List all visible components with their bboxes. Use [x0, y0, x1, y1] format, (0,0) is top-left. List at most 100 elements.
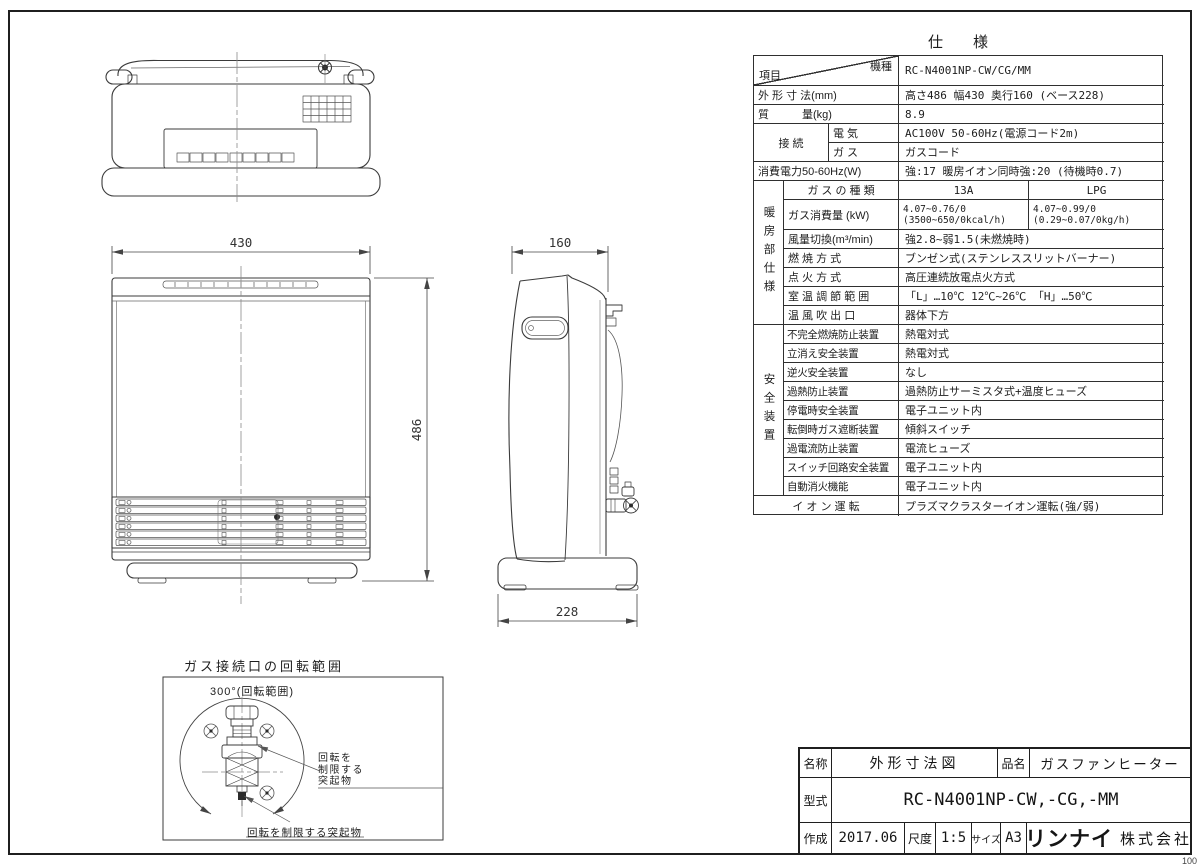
title-block-model-label: 型式	[800, 778, 832, 822]
spec-header-model-label: 機種	[870, 61, 892, 73]
spec-power-label: 消費電力50-60Hz(W)	[754, 162, 899, 181]
spec-ion-value: プラズマクラスターイオン運転(強/弱)	[905, 500, 1101, 513]
side-handle-slot	[521, 316, 569, 340]
spec-safety-value: 電子ユニット内	[899, 401, 1164, 420]
drawing-name: 外形寸法図	[832, 749, 998, 777]
spec-power-value: 強:17 暖房イオン同時強:20 (待機時0.7)	[899, 162, 1164, 181]
spec-safety-label: 転倒時ガス遮断装置	[784, 420, 899, 439]
spec-safety-label: 停電時安全装置	[784, 401, 899, 420]
top-view-drawing	[101, 52, 381, 202]
spec-ion-label: イ オ ン 運 転	[754, 496, 899, 516]
spec-safety-value: 過熱防止サーミスタ式+温度ヒューズ	[899, 382, 1164, 401]
side-view-drawing: 160 228	[497, 235, 639, 627]
spec-gas-type-13a: 13A	[899, 181, 1029, 200]
spec-temp-range-value: 「L」…10℃ 12℃~26℃ 「H」…50℃	[899, 287, 1164, 306]
spec-weight-value: 8.9	[899, 105, 1164, 124]
drawing-scale: 1:5	[936, 823, 972, 853]
spec-safety-value: 熱電対式	[899, 344, 1164, 363]
spec-heating-group-label: 暖房部仕様	[754, 181, 784, 325]
gas-valve	[605, 481, 639, 514]
spec-airflow-label: 風量切換(m³/min)	[784, 230, 899, 249]
rotation-range-label: 300°(回転範囲)	[210, 686, 295, 698]
spec-safety-label: 過熱防止装置	[784, 382, 899, 401]
spec-temp-range-label: 室 温 調 節 範 囲	[784, 287, 899, 306]
spec-dims-value: 高さ486 幅430 奥行160 (ベース228)	[899, 86, 1164, 105]
leader-lines	[243, 745, 443, 838]
spec-ignition-value: 高圧連続放電点火方式	[899, 268, 1164, 287]
side-depth-dim-label: 160	[549, 235, 572, 250]
screw-icon	[259, 723, 275, 739]
spec-safety-label: スイッチ回路安全装置	[784, 458, 899, 477]
title-block: 名称 外形寸法図 品名 ガスファンヒーター 型式 RC-N4001NP-CW,-…	[798, 747, 1192, 855]
title-block-created-label: 作成	[800, 823, 832, 853]
spec-gas-conn-label: ガ ス	[829, 143, 899, 162]
spec-safety-value: 電流ヒューズ	[899, 439, 1164, 458]
spec-gas-conn-value: ガスコード	[899, 143, 1164, 162]
sheet-border-frame	[8, 10, 1192, 855]
power-knob-icon	[317, 54, 333, 83]
spec-safety-label: 自動消火機能	[784, 477, 899, 496]
spec-safety-label: 不完全燃焼防止装置	[784, 325, 899, 344]
spec-weight-label: 質 量(kg)	[754, 105, 899, 124]
spec-safety-label: 逆火安全装置	[784, 363, 899, 382]
front-base	[126, 562, 358, 584]
front-width-dimension	[111, 246, 371, 274]
spec-ignition-label: 点 火 方 式	[784, 268, 899, 287]
front-height-dimension	[362, 277, 434, 582]
side-depth-dimension	[511, 246, 609, 292]
spec-safety-value: 熱電対式	[899, 325, 1164, 344]
spec-airflow-value: 強2.8~弱1.5(未燃焼時)	[899, 230, 1164, 249]
spec-outlet-value: 器体下方	[899, 306, 1164, 325]
spec-safety-group-label: 安全装置	[754, 325, 784, 496]
spec-table: 機種 項目 RC-N4001NP-CW/CG/MM 外 形 寸 法(mm) 高さ…	[753, 55, 1164, 516]
spec-safety-value: 電子ユニット内	[899, 458, 1164, 477]
screw-icon	[259, 785, 275, 801]
front-height-dim-label: 486	[409, 419, 424, 442]
spec-table-title: 仕 様	[927, 34, 988, 51]
model-number: RC-N4001NP-CW,-CG,-MM	[903, 790, 1119, 810]
spec-header-model-value: RC-N4001NP-CW/CG/MM	[899, 56, 1164, 86]
spec-dims-label: 外 形 寸 法(mm)	[754, 86, 899, 105]
paper-size: A3	[1001, 823, 1027, 853]
carry-handle	[105, 59, 375, 85]
rear-panel-details	[605, 304, 623, 494]
title-block-scale-label: 尺度	[905, 823, 936, 853]
control-panel	[163, 128, 318, 169]
title-block-product-label: 品名	[998, 749, 1030, 777]
rinnai-logo: リンナイ	[1027, 828, 1113, 851]
screw-icon	[203, 723, 219, 739]
gas-fitting-detail	[221, 705, 263, 806]
rotation-stopper-label-bottom: 回転を制限する突起物	[247, 827, 362, 839]
front-top-slot	[162, 280, 319, 289]
spec-safety-label: 過電流防止装置	[784, 439, 899, 458]
created-date: 2017.06	[832, 823, 905, 853]
spec-gas-consumption-13a: 4.07~0.76/0 (3500~650/0kcal/h)	[899, 200, 1029, 230]
title-block-name-label: 名称	[800, 749, 832, 777]
base-depth-dim-label: 228	[556, 604, 579, 619]
spec-combustion-label: 燃 焼 方 式	[784, 249, 899, 268]
product-name: ガスファンヒーター	[1040, 757, 1180, 772]
spec-safety-value: なし	[899, 363, 1164, 382]
spec-safety-value: 電子ユニット内	[899, 477, 1164, 496]
side-base	[497, 557, 639, 591]
spec-safety-value: 傾斜スイッチ	[899, 420, 1164, 439]
spec-gas-type-label: ガ ス の 種 類	[784, 181, 899, 200]
front-width-dim-label: 430	[230, 235, 253, 250]
base-depth-dimension	[497, 594, 638, 627]
front-view-drawing: 430 486	[111, 235, 434, 604]
rotation-stopper-label: 回転を 制限する 突起物	[318, 753, 364, 787]
spec-gas-consumption-label: ガス消費量 (kW)	[784, 200, 899, 230]
spec-header-diagonal-cell: 機種 項目	[754, 56, 899, 86]
spec-gas-consumption-lpg: 4.07~0.99/0 (0.29~0.07/0kg/h)	[1029, 200, 1164, 230]
spec-electric-value: AC100V 50-60Hz(電源コード2m)	[899, 124, 1164, 143]
vent-grid	[302, 95, 352, 123]
spec-gas-type-lpg: LPG	[1029, 181, 1164, 200]
spec-header-item-label: 項目	[759, 70, 781, 82]
spec-electric-label: 電 気	[829, 124, 899, 143]
company-name: リンナイ 株式会社	[1027, 823, 1190, 853]
title-block-size-label: サイズ	[972, 823, 1001, 853]
rotation-detail-drawing	[162, 676, 444, 841]
detail-view-title: ガス接続口の回転範囲	[184, 659, 345, 674]
